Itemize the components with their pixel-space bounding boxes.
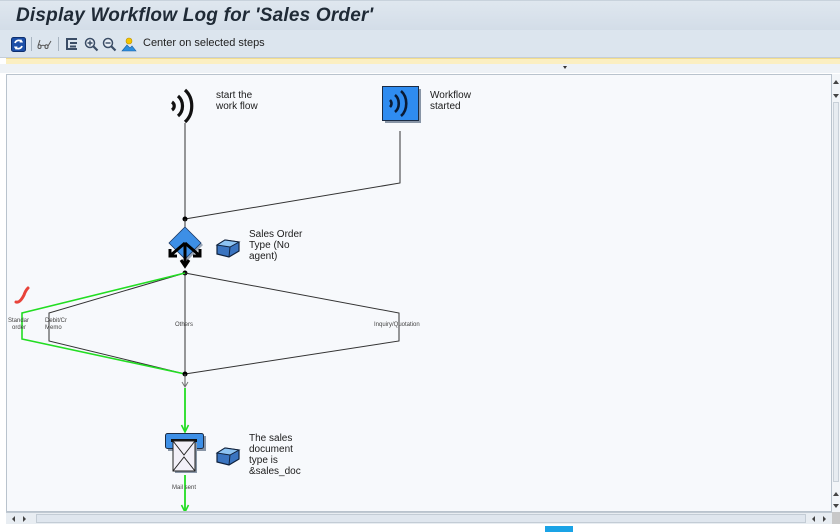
refresh-button[interactable] [10, 35, 26, 53]
details-button[interactable] [36, 35, 54, 53]
outline-icon [66, 38, 77, 50]
scroll-up-arrow-icon[interactable] [833, 492, 839, 496]
mail-step-label-line1: The sales [249, 433, 293, 444]
scroll-down-arrow-icon[interactable] [833, 94, 839, 98]
container-icon [215, 239, 241, 258]
glasses-icon [37, 39, 52, 49]
toolbar-separator [58, 37, 59, 51]
scroll-up-arrow-icon[interactable] [833, 80, 839, 84]
branch-debit-memo-label-line2[interactable]: Memo [45, 325, 62, 331]
center-icon [121, 37, 137, 51]
refresh-icon [10, 36, 26, 52]
collapse-bar[interactable] [0, 64, 840, 73]
mail-sent-edge-label: Mail sent [172, 485, 197, 491]
zoom-out-icon [102, 37, 116, 51]
sales-order-type-label-line1: Sales Order [249, 229, 303, 240]
mail-step-label-line2: document [249, 444, 293, 455]
toolbar-separator [31, 37, 32, 51]
edge-started-to-join [184, 131, 401, 220]
scroll-left-arrow-icon[interactable] [12, 516, 15, 522]
mail-step-label-line4: &sales_doc [249, 466, 301, 477]
vertical-scrollbar[interactable] [832, 74, 840, 512]
branch-debit-memo-label-line1[interactable]: Debit/Cr [45, 318, 68, 324]
workflow-started-label-line1: Workflow [430, 90, 471, 101]
collapse-arrow-icon[interactable] [563, 66, 567, 69]
title-bar: Display Workflow Log for 'Sales Order' [0, 0, 840, 30]
horizontal-scroll-thumb[interactable] [36, 514, 806, 523]
branch-inquiry-quotation-label[interactable]: Inquiry/Quotation [374, 322, 420, 328]
container-icon [215, 447, 241, 466]
zoom-in-button[interactable] [83, 35, 99, 53]
vertical-scroll-thumb[interactable] [833, 102, 839, 482]
info-bar [6, 58, 840, 64]
graph-edges [14, 123, 401, 511]
event-icon[interactable] [166, 87, 202, 123]
branch-standard-order-label-line2[interactable]: order [12, 325, 27, 331]
sales-order-type-label-line2: Type (No [249, 240, 290, 251]
workflow-started-label-line2: started [430, 101, 461, 112]
start-event-label-line2: work flow [216, 101, 258, 112]
fork-icon[interactable] [165, 225, 207, 271]
edge-branch-debit [48, 272, 186, 375]
scrollbar-corner [832, 512, 840, 524]
branch-others-label[interactable]: Others [175, 322, 194, 328]
center-on-selected-steps-button[interactable]: Center on selected steps [143, 37, 265, 49]
toolbar: Center on selected steps [0, 30, 840, 58]
page-title: Display Workflow Log for 'Sales Order' [16, 5, 374, 26]
event-box-icon[interactable] [382, 86, 422, 124]
zoom-in-icon [84, 37, 98, 51]
workflow-graph-canvas[interactable]: start the work flow Workflow started Sal… [6, 74, 832, 512]
grey-arrow-head [181, 381, 189, 388]
status-indicator [545, 526, 573, 532]
scroll-right-arrow-icon[interactable] [823, 516, 826, 522]
edge-branch-standard-executed [21, 272, 186, 375]
scroll-right-arrow-icon[interactable] [23, 516, 26, 522]
scroll-left-arrow-icon[interactable] [812, 516, 815, 522]
edge-branch-inquiry [184, 272, 400, 375]
branch-standard-order-label-line1[interactable]: Standar [8, 318, 30, 324]
checkmark-icon [14, 286, 30, 304]
center-button[interactable] [120, 35, 138, 53]
zoom-out-button[interactable] [101, 35, 117, 53]
mail-step-label-line3: type is [249, 455, 278, 466]
scroll-down-arrow-icon[interactable] [833, 504, 839, 508]
start-event-label-line1: start the [216, 90, 253, 101]
overview-button[interactable] [64, 35, 80, 53]
horizontal-scrollbar[interactable] [6, 512, 832, 524]
sales-order-type-label-line3: agent) [249, 251, 278, 262]
mail-icon[interactable] [165, 433, 207, 475]
